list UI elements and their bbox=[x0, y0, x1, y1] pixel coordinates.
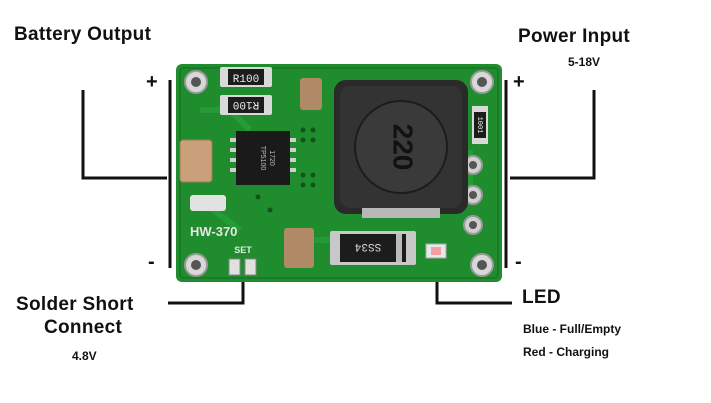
power-input-line bbox=[510, 90, 596, 180]
solder-line bbox=[168, 278, 245, 305]
led-blue-meaning: Blue - Full/Empty bbox=[523, 322, 622, 336]
solder-label-line1: Solder Short bbox=[16, 294, 134, 315]
chip-marking-1: TP5100 bbox=[259, 146, 266, 171]
solder-label-line2: Connect bbox=[44, 317, 123, 338]
resistor-1001: 1001 bbox=[472, 106, 488, 144]
capacitor-top bbox=[300, 78, 322, 110]
terminal-plus-left: + bbox=[146, 71, 158, 93]
power-input-range: 5-18V bbox=[568, 55, 601, 69]
terminal-plus-right: + bbox=[513, 71, 525, 93]
chip-marking-2: 1720 bbox=[268, 150, 275, 166]
terminal-minus-right: - bbox=[515, 251, 522, 273]
pcb-board: R100 R100 TP5100 1720 bbox=[176, 64, 502, 282]
charger-chip: TP5100 1720 bbox=[230, 131, 296, 185]
battery-output-line bbox=[81, 90, 167, 180]
solder-set-pads: SET bbox=[228, 245, 257, 276]
capacitor-bottom bbox=[284, 228, 314, 268]
small-resistor-marking: 1001 bbox=[475, 117, 483, 134]
diode-ss34: SS34 bbox=[330, 231, 416, 265]
inductor-marking: 220 bbox=[388, 124, 419, 171]
resistor-r100-top: R100 bbox=[220, 67, 272, 87]
status-led bbox=[425, 243, 447, 259]
led-label: LED bbox=[522, 287, 561, 308]
resistor-1-marking: R100 bbox=[233, 74, 259, 86]
mounting-pads bbox=[184, 70, 494, 277]
resistor-2-marking: R100 bbox=[233, 98, 259, 110]
terminal-minus-left: - bbox=[148, 251, 155, 273]
led-red-meaning: Red - Charging bbox=[523, 345, 609, 359]
board-model: HW-370 bbox=[190, 224, 237, 239]
diode-marking: SS34 bbox=[354, 240, 381, 252]
power-input-label: Power Input bbox=[518, 26, 631, 47]
battery-output-label: Battery Output bbox=[14, 24, 152, 45]
inductor: 220 bbox=[334, 80, 468, 218]
capacitor-left bbox=[179, 139, 213, 183]
solder-voltage: 4.8V bbox=[72, 349, 97, 363]
set-label: SET bbox=[234, 245, 252, 255]
resistor-r100-bottom: R100 bbox=[220, 95, 272, 115]
capacitor-small bbox=[190, 195, 226, 211]
